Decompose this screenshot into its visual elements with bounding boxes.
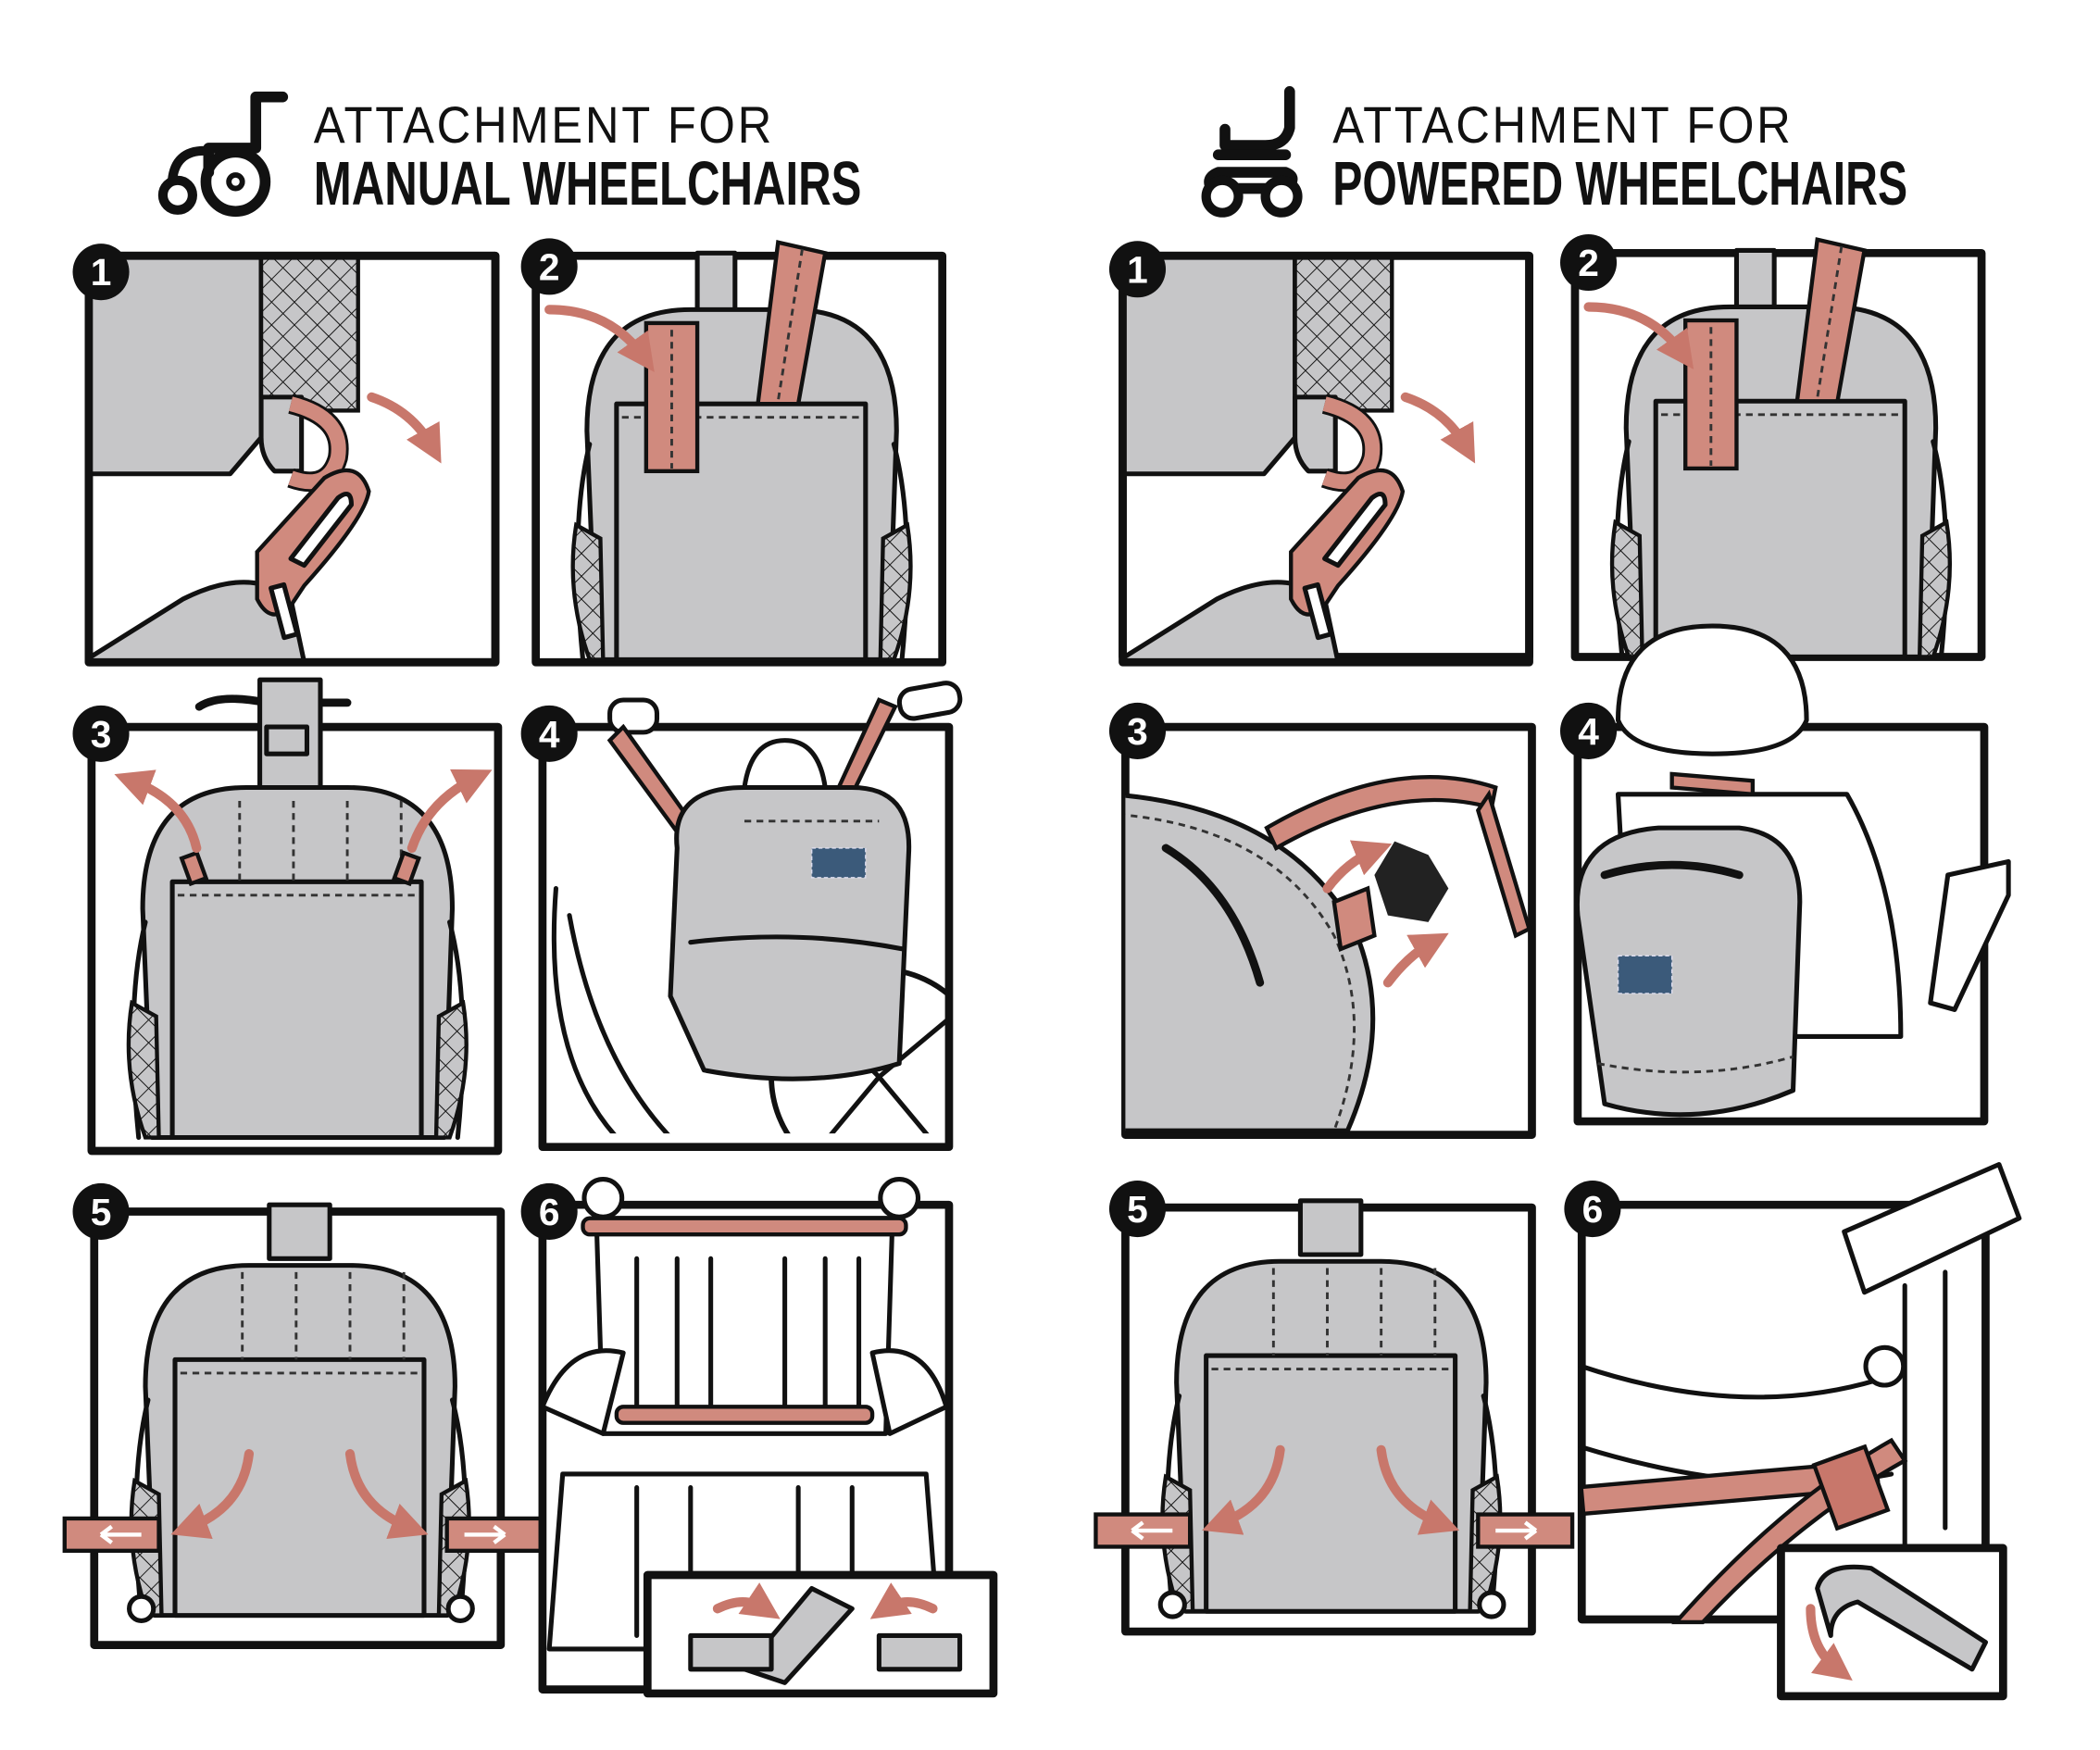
step-6-panel [1577,1162,2022,1701]
buckle-inset [643,1570,998,1698]
section-heading-title: MANUAL WHEELCHAIRS [314,149,862,219]
svg-text:2: 2 [1578,242,1599,284]
step-1-panel [82,249,495,662]
manual-wheelchair-section: ATTACHMENT FOR MANUAL WHEELCHAIRS [65,91,998,1698]
manual-wheelchair-icon [157,91,289,218]
svg-text:5: 5 [1127,1188,1148,1231]
svg-text:1: 1 [1127,248,1148,291]
step-5-panel [1095,1201,1572,1636]
step-4-panel [1573,623,2011,1126]
step-number-badge: 2 [1560,233,1618,292]
step-number-badge: 2 [520,238,578,295]
step-4-panel [538,681,963,1152]
svg-text:3: 3 [91,713,112,756]
svg-text:5: 5 [91,1191,112,1233]
section-heading-title: POWERED WHEELCHAIRS [1332,149,1907,219]
step-number-badge: 4 [520,705,578,762]
step-6-panel [538,1177,998,1698]
step-badges: 1 2 3 4 5 6 1 2 3 4 5 6 [72,233,1621,1240]
svg-text:6: 6 [1582,1188,1604,1231]
step-number-badge: 1 [72,244,130,301]
step-1-panel [1116,249,1529,662]
powered-wheelchair-icon [1201,86,1303,218]
step-3-panel [87,677,503,1156]
step-2-panel [1570,240,1986,657]
step-number-badge: 3 [1108,702,1167,759]
step-number-badge: 6 [1564,1181,1621,1238]
svg-text:3: 3 [1127,710,1148,753]
hook-inset [1777,1544,2007,1701]
step-number-badge: 5 [72,1182,130,1240]
step-number-badge: 6 [520,1182,578,1240]
step-number-badge: 3 [72,705,130,762]
step-number-badge: 1 [1108,241,1167,298]
svg-text:4: 4 [539,713,560,756]
step-3-panel [1121,722,1536,1139]
svg-text:4: 4 [1578,710,1599,753]
step-number-badge: 4 [1560,702,1618,759]
step-2-panel [531,243,947,667]
step-number-badge: 5 [1108,1181,1167,1238]
step-5-panel [65,1205,542,1649]
svg-text:6: 6 [539,1191,560,1233]
svg-text:2: 2 [539,245,560,288]
svg-text:1: 1 [91,251,112,294]
powered-wheelchair-section: ATTACHMENT FOR POWERED WHEELCHAIRS [1095,86,2022,1701]
section-heading-line1: ATTACHMENT FOR [1332,96,1793,154]
section-heading-line1: ATTACHMENT FOR [314,96,774,154]
